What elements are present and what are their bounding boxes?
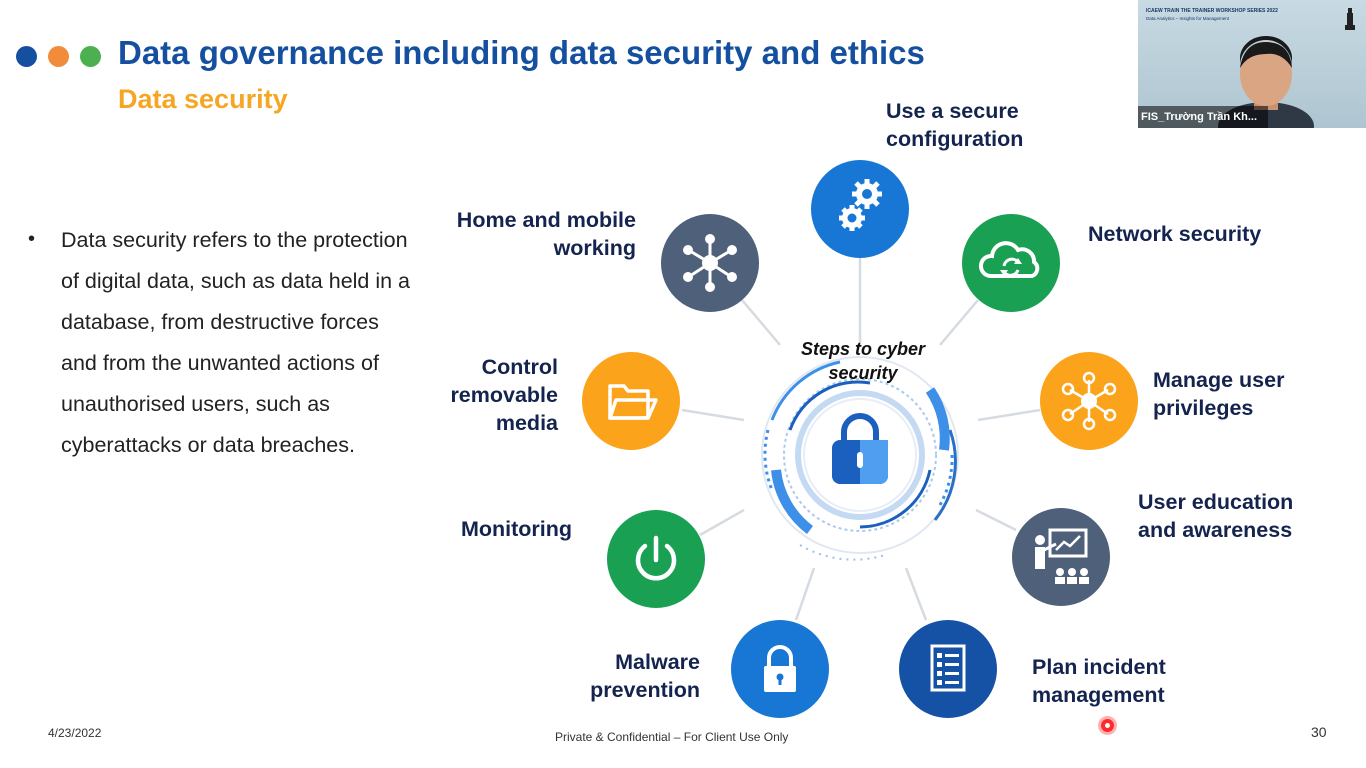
laser-pointer-cursor — [1101, 719, 1114, 732]
footer-confidential: Private & Confidential – For Client Use … — [555, 730, 789, 744]
header-dot-orange — [48, 46, 69, 67]
user-privileges-circle — [1040, 352, 1138, 450]
participant-video-tile[interactable]: ICAEW TRAIN THE TRAINER WORKSHOP SERIES … — [1138, 0, 1366, 128]
home-mobile-circle — [661, 214, 759, 312]
step-network-security: Network security — [1088, 222, 1262, 246]
header-dot-green — [80, 46, 101, 67]
secure-config-circle — [811, 160, 909, 258]
slide-subtitle: Data security — [118, 84, 288, 114]
hub-network-icon — [683, 234, 737, 292]
cloud-sync-icon — [979, 241, 1040, 278]
checklist-icon — [930, 644, 966, 692]
participant-name: FIS_Trường Trần Kh... — [1138, 106, 1268, 128]
power-icon — [635, 535, 677, 581]
presentation-icon — [1035, 528, 1089, 584]
bullet-marker: • — [28, 228, 36, 250]
step-secure-config: Use a secure configuration — [886, 99, 1024, 151]
step-user-education: User education and awareness — [1138, 490, 1294, 542]
bullet-text: Data security refers to the protection o… — [61, 228, 411, 457]
step-removable-media: Control removable media — [450, 355, 558, 435]
connector-lines — [681, 255, 1041, 621]
statue-logo-icon — [1345, 8, 1355, 30]
page-number: 30 — [1311, 724, 1327, 740]
step-user-privileges: Manage user privileges — [1153, 368, 1285, 420]
video-banner-title: ICAEW TRAIN THE TRAINER WORKSHOP SERIES … — [1146, 8, 1278, 14]
padlock-icon — [764, 645, 796, 692]
monitoring-circle — [607, 510, 705, 608]
center-title: Steps to cyber security — [800, 339, 926, 383]
slide-title: Data governance including data security … — [118, 34, 925, 71]
step-malware-prevention: Malware prevention — [590, 650, 700, 702]
shield-lock-icon — [832, 413, 888, 484]
user-education-circle — [1012, 508, 1110, 606]
incident-management-circle — [899, 620, 997, 718]
removable-media-circle — [582, 352, 680, 450]
network-security-circle — [962, 214, 1060, 312]
step-incident-management: Plan incident management — [1032, 655, 1166, 707]
folder-icon — [608, 384, 658, 420]
malware-prevention-circle — [731, 620, 829, 718]
footer-date: 4/23/2022 — [48, 726, 102, 740]
gears-icon — [839, 179, 882, 231]
step-monitoring: Monitoring — [460, 517, 572, 541]
video-banner-subtitle: Data Analytics – Insights for Management — [1146, 16, 1230, 21]
user-network-icon — [1061, 371, 1117, 431]
step-home-mobile: Home and mobile working — [456, 208, 636, 260]
header-dot-blue — [16, 46, 37, 67]
